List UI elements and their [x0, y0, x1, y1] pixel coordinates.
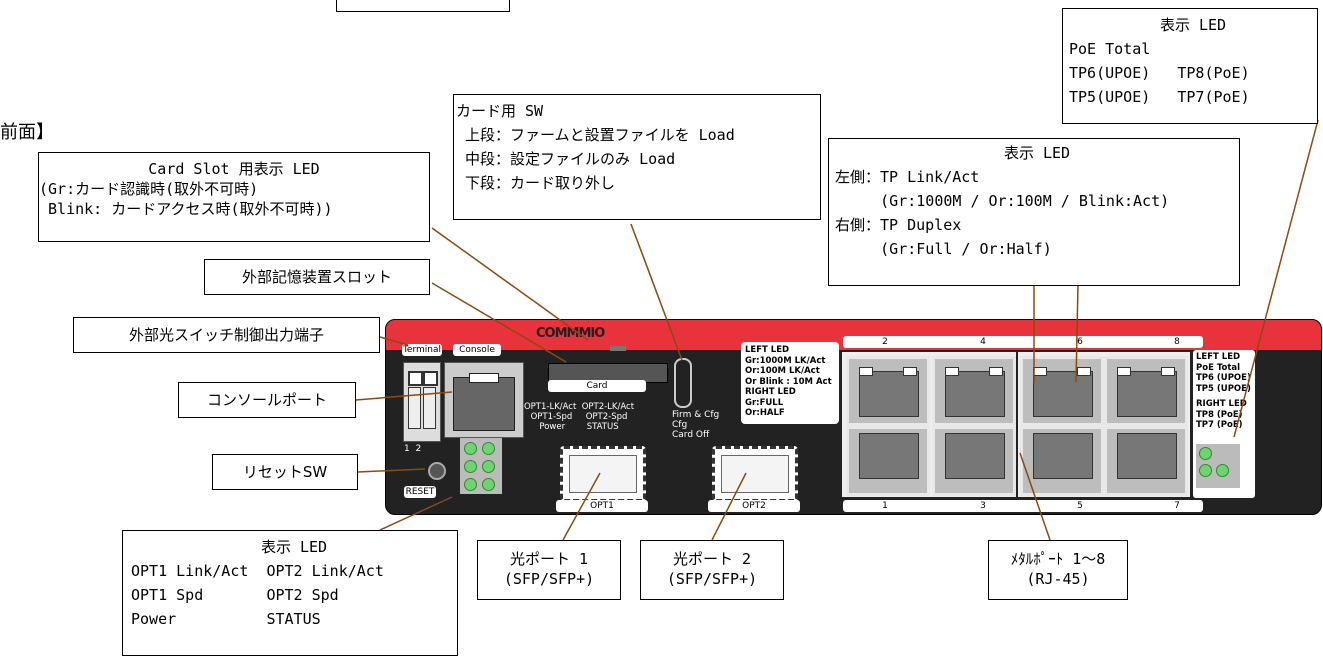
top-partial-box — [336, 0, 510, 12]
rj45-port-8[interactable] — [1104, 356, 1188, 426]
console-port-callout: コンソールポート — [178, 382, 356, 418]
port-num-1: 1 — [882, 501, 888, 511]
reset-sw-callout: リセットSW — [212, 454, 358, 490]
card-slot-led-callout: Card Slot 用表示 LED (Gr:カード認識時(取外不可時) Blin… — [38, 152, 430, 242]
rj45-port-7[interactable] — [1104, 426, 1188, 496]
port-num-7: 7 — [1174, 501, 1180, 511]
port-num-5: 5 — [1077, 501, 1083, 511]
reset-label: RESET — [404, 486, 436, 498]
rj45-port-2[interactable] — [846, 356, 930, 426]
opt1-label: OPT1 — [556, 500, 648, 512]
rj45-port-4[interactable] — [932, 356, 1016, 426]
device-front-panel: COMMMIO Terminal Console 1 2 Card OPT1-L… — [385, 319, 1322, 515]
card-sw-callout: カード用 SW 上段：ファームと設置ファイルを Load 中段：設定ファイルのみ… — [453, 94, 821, 220]
terminal-pins: 1 2 — [404, 444, 422, 454]
card-switch-legend: Firm & Cfg Cfg Card Off — [672, 410, 720, 440]
sfp-port-opt1[interactable] — [560, 446, 646, 502]
rj45-port-1[interactable] — [846, 426, 930, 496]
console-label: Console — [453, 344, 501, 356]
reset-button[interactable] — [428, 462, 446, 480]
device-logo: COMMMIO — [536, 326, 605, 341]
section-title: 前面】 — [0, 122, 54, 143]
led-legend-left: LEFT LED Gr:1000M LK/Act Or:100M LK/Act … — [741, 342, 839, 424]
card-label: Card — [548, 380, 646, 392]
ext-storage-callout: 外部記憶装置スロット — [204, 259, 430, 295]
opt-led-legend: OPT1-LK/Act OPT2-LK/Act OPT1-Spd OPT2-Sp… — [523, 402, 635, 432]
led-poe-callout: 表示 LED PoE Total TP6(UPOE) TP8(PoE) TP5(… — [1062, 8, 1318, 124]
metal-ports-callout: ﾒﾀﾙﾎﾟｰﾄ 1～8 (RJ-45) — [988, 540, 1128, 600]
console-port[interactable] — [444, 362, 524, 438]
port-label-bottom — [843, 500, 1203, 512]
opt-port1-callout: 光ポート 1 (SFP/SFP+) — [477, 540, 621, 600]
port-num-3: 3 — [980, 501, 986, 511]
optical-switch-callout: 外部光スイッチ制御出力端子 — [73, 317, 380, 353]
rj45-port-3[interactable] — [932, 426, 1016, 496]
led-tp-callout: 表示 LED 左側：TP Link/Act (Gr:1000M / Or:100… — [828, 138, 1240, 286]
port-num-4: 4 — [980, 337, 986, 347]
port-num-8: 8 — [1174, 337, 1180, 347]
card-switch[interactable] — [674, 358, 692, 408]
terminal-block[interactable] — [403, 362, 441, 442]
port-num-2: 2 — [882, 337, 888, 347]
led-opt-callout: 表示 LED OPT1 Link/Act OPT2 Link/Act OPT1 … — [122, 530, 458, 656]
rj45-port-5[interactable] — [1020, 426, 1104, 496]
sfp-port-opt2[interactable] — [712, 446, 798, 502]
port-num-6: 6 — [1077, 337, 1083, 347]
opt-port2-callout: 光ポート 2 (SFP/SFP+) — [640, 540, 784, 600]
terminal-label: Terminal — [402, 344, 442, 356]
logo-led — [610, 346, 626, 351]
opt-led-block — [460, 438, 502, 494]
poe-led-block — [1196, 444, 1240, 488]
port-label-top — [843, 336, 1203, 348]
